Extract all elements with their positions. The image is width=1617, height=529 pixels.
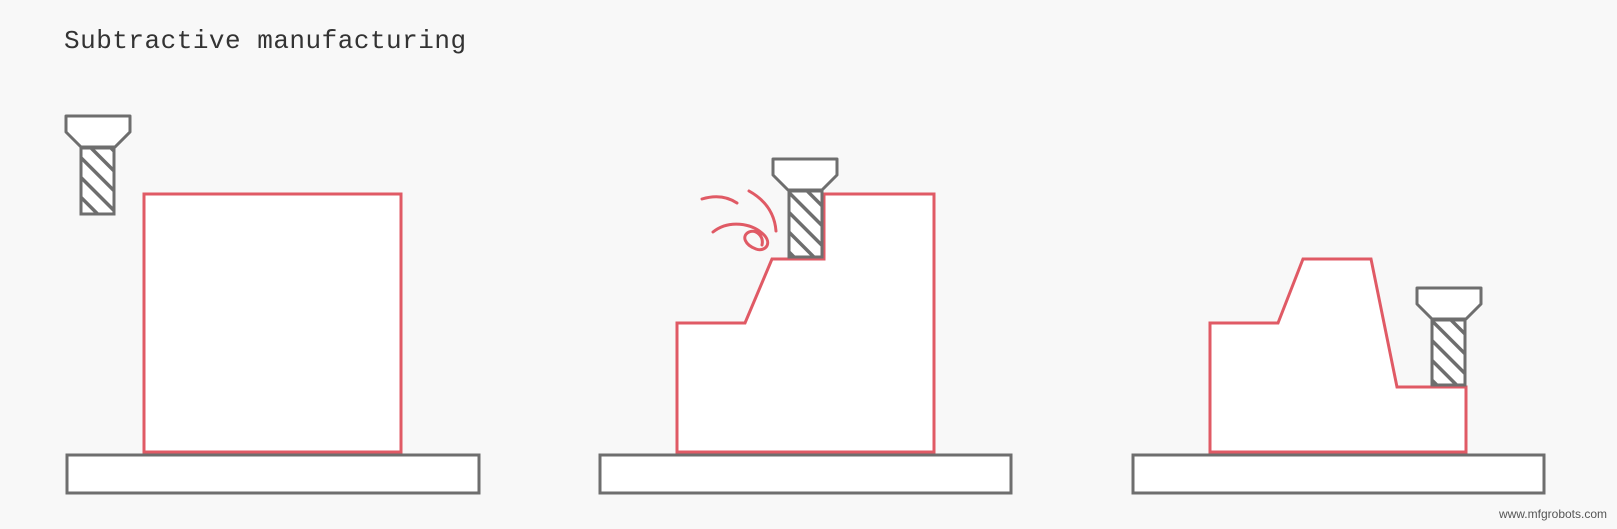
stage-3-finished-part — [1131, 257, 1546, 495]
end-mill-icon — [771, 157, 839, 259]
watermark-text: www.mfgrobots.com — [1498, 507, 1607, 521]
end-mill-icon — [1415, 286, 1483, 387]
finished-part — [1208, 257, 1468, 454]
stage-2-cutting — [598, 157, 1013, 495]
machine-table — [1131, 453, 1546, 495]
page-title: Subtractive manufacturing — [64, 26, 467, 56]
machine-table — [65, 453, 481, 495]
machine-table — [598, 453, 1013, 495]
end-mill-icon — [64, 114, 132, 216]
chip-swirl-icon — [700, 189, 778, 252]
workpiece-partially-cut — [675, 192, 936, 454]
stage-1-raw-block — [64, 114, 481, 495]
raw-stock-block — [142, 192, 403, 454]
